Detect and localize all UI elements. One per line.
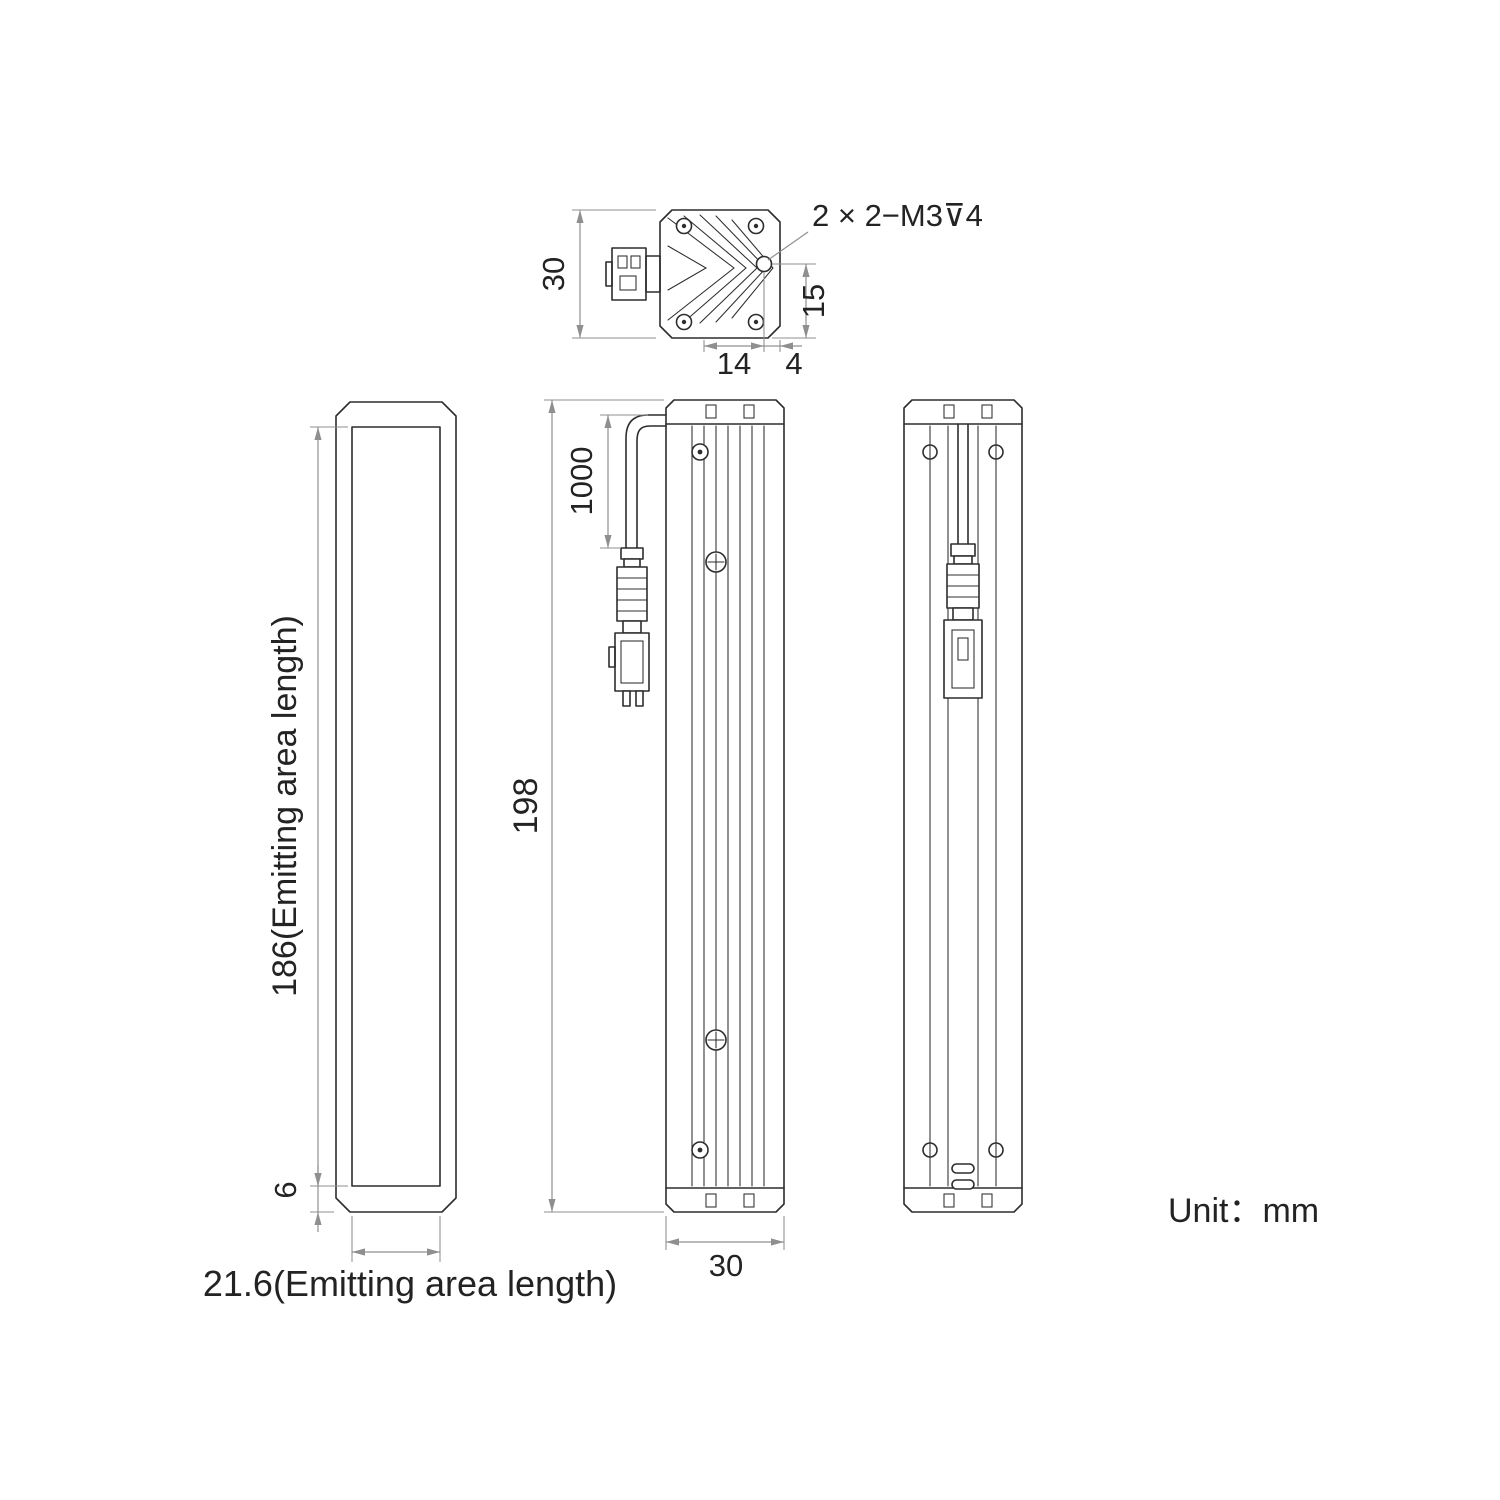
- dim-emitting-length-label: 186(Emitting area length): [266, 615, 304, 997]
- dim-cable-length-label: 1000: [564, 447, 599, 516]
- end-view: [903, 399, 1023, 1213]
- dim-emitting-length: 186(Emitting area length): [266, 426, 348, 1187]
- dim-body-width-label: 30: [709, 1248, 743, 1283]
- dim-top-height-label: 30: [536, 257, 571, 291]
- dim-hole-position: 14 4: [703, 272, 803, 381]
- power-connector-top: [605, 247, 661, 301]
- side-view: 1000 198 30: [507, 399, 785, 1283]
- dim-cable-length: 1000: [564, 414, 648, 549]
- dim-hole-offset-label: 15: [796, 284, 831, 318]
- dim-hole-offset: 15: [772, 263, 831, 339]
- dim-emitting-width-label: 21.6(Emitting area length): [203, 1263, 617, 1304]
- cable-assembly: [608, 414, 667, 707]
- emitting-area: [351, 426, 441, 1187]
- recessed-connector: [943, 423, 983, 699]
- dim-top-height: 30: [536, 209, 656, 339]
- m3-tapped-hole: [755, 255, 773, 273]
- end-mounting-holes: [922, 444, 1004, 1190]
- dim-body-width: 30: [665, 1216, 785, 1283]
- heatsink-fins-side: [691, 425, 765, 1187]
- unit-label: Unit：mm: [1168, 1192, 1319, 1230]
- end-view-body-outline: [903, 399, 1023, 1213]
- extrusion-channel-lines: [929, 425, 997, 1187]
- dim-14-label: 14: [717, 346, 751, 381]
- connector-housing: [943, 619, 983, 699]
- side-view-body-outline: [665, 399, 785, 1213]
- dim-body-length-label: 198: [507, 778, 545, 835]
- top-view: 30 2 × 2−M3⊽4 15 14 4: [536, 198, 983, 381]
- plug-pin: [635, 690, 644, 707]
- front-view-body-outline: [335, 401, 457, 1213]
- cable-plug-housing: [614, 632, 650, 692]
- hole-callout-label: 2 × 2−M3⊽4: [812, 198, 983, 233]
- cap-screw-slots: [943, 404, 993, 1208]
- cap-screw-slots: [705, 404, 755, 1208]
- side-mounting-holes: [691, 443, 727, 1159]
- dim-body-length: 198: [507, 399, 664, 1213]
- plug-pin: [622, 690, 631, 707]
- dim-emitting-width: 21.6(Emitting area length): [203, 1216, 617, 1304]
- dim-bottom-margin-label: 6: [268, 1181, 303, 1198]
- hole-callout: 2 × 2−M3⊽4: [767, 198, 983, 261]
- dim-bottom-margin: 6: [268, 1166, 334, 1232]
- dim-4-label: 4: [785, 346, 802, 381]
- corner-screw-holes: [675, 217, 765, 331]
- front-view: 186(Emitting area length) 6 21.6(Emittin…: [203, 401, 617, 1304]
